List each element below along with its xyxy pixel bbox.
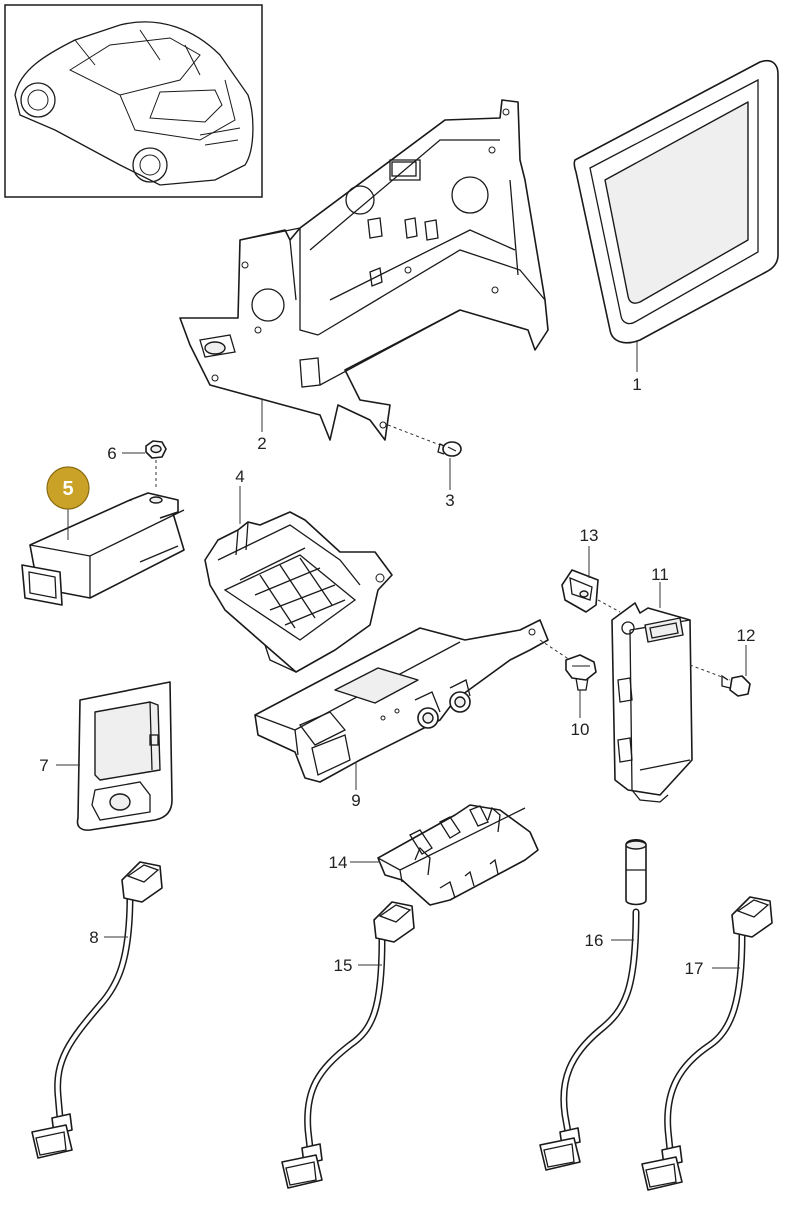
label-part-10: 10 <box>571 720 590 739</box>
label-part-14: 14 <box>329 853 348 872</box>
part-4-cage <box>204 511 393 673</box>
label-part-4: 4 <box>235 467 244 486</box>
part-7-cover-plate <box>76 681 173 831</box>
label-part-6: 6 <box>107 444 116 463</box>
part-2-mounting-bracket <box>179 99 549 441</box>
part-14-connector-bracket <box>377 804 539 906</box>
part-3-screw <box>387 424 462 457</box>
part-11-module <box>611 602 693 803</box>
label-part-16: 16 <box>585 931 604 950</box>
highlight-badge-circle <box>46 466 90 510</box>
part-10-screw <box>539 639 597 691</box>
highlight-badge-part-5[interactable]: 5 <box>46 466 90 510</box>
label-part-5: 5 <box>62 478 73 500</box>
part-17-cable <box>641 896 773 1191</box>
part-6-nut <box>145 440 167 488</box>
vehicle-thumbnail <box>4 4 263 198</box>
label-part-1: 1 <box>632 375 641 394</box>
part-8-cable <box>31 861 163 1159</box>
label-part-17: 17 <box>685 959 704 978</box>
label-part-9: 9 <box>351 791 360 810</box>
label-part-12: 12 <box>737 626 756 645</box>
part-16-antenna-cable <box>539 838 647 1171</box>
part-12-screw <box>689 664 751 697</box>
label-part-7: 7 <box>39 756 48 775</box>
label-part-15: 15 <box>334 956 353 975</box>
label-part-2: 2 <box>257 434 266 453</box>
part-labels: 1 2 3 4 6 7 8 9 10 11 12 13 14 15 16 17 <box>39 375 755 978</box>
label-part-8: 8 <box>89 928 98 947</box>
label-part-13: 13 <box>580 526 599 545</box>
label-part-11: 11 <box>651 565 669 584</box>
leader-lines <box>56 340 747 969</box>
part-5-control-module <box>21 492 185 606</box>
part-13-clip <box>561 569 621 613</box>
part-1-trim-frame <box>573 59 779 344</box>
label-part-3: 3 <box>445 491 454 510</box>
part-15-cable <box>281 901 415 1189</box>
part-9-receiver-unit <box>254 619 549 783</box>
